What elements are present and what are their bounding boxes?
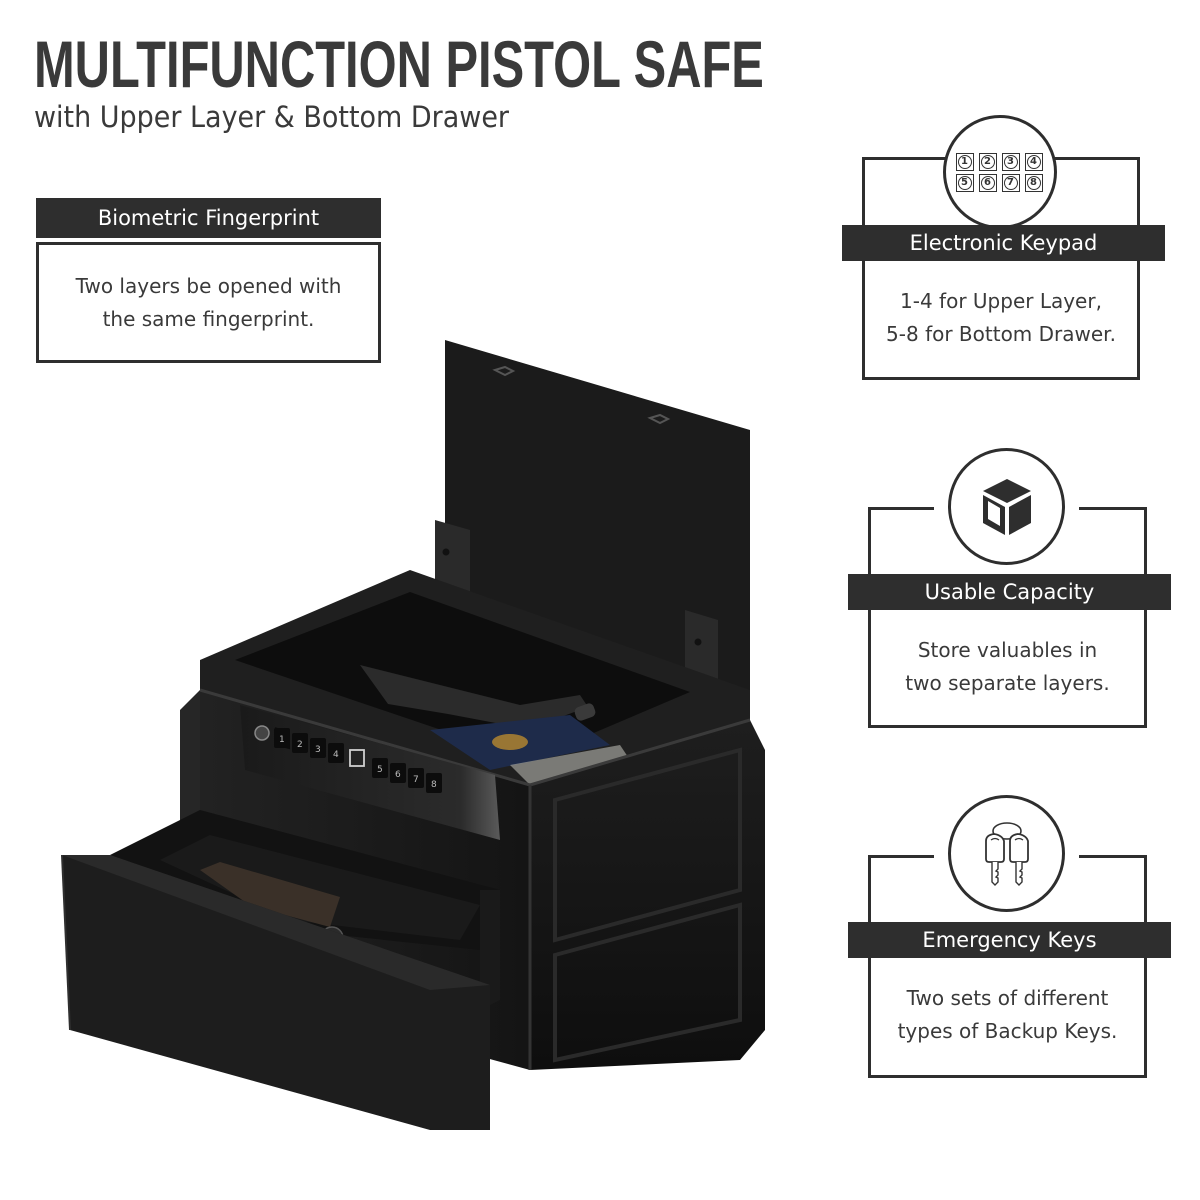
description-line: the same fingerprint. — [102, 306, 315, 331]
svg-text:5: 5 — [377, 765, 383, 775]
description-line: Two layers be opened with — [75, 273, 342, 298]
keys-icon — [948, 795, 1065, 912]
svg-text:2: 2 — [297, 740, 303, 750]
description-line: 5-8 for Bottom Drawer. — [886, 322, 1116, 346]
keypad-key-label: 5 — [957, 175, 972, 190]
card-border-top — [1079, 507, 1147, 510]
page-subtitle: with Upper Layer & Bottom Drawer — [34, 100, 510, 134]
cube-icon — [948, 448, 1065, 565]
svg-text:7: 7 — [413, 775, 419, 785]
svg-text:6: 6 — [395, 770, 401, 780]
keypad-key-label: 6 — [980, 175, 995, 190]
description-line: Two sets of different — [906, 986, 1109, 1010]
keypad-key-label: 8 — [1026, 175, 1041, 190]
card-border-top — [1079, 855, 1147, 858]
feature-label: Electronic Keypad — [842, 225, 1165, 261]
feature-description: Store valuables in two separate layers. — [868, 634, 1147, 700]
card-border-top — [868, 855, 934, 858]
description-line: types of Backup Keys. — [897, 1019, 1118, 1043]
svg-text:4: 4 — [333, 750, 339, 760]
description-line: two separate layers. — [905, 671, 1110, 695]
feature-label: Emergency Keys — [848, 922, 1171, 958]
feature-description: Two layers be opened with the same finge… — [36, 242, 381, 363]
keypad-icon: 1 2 3 4 5 6 7 8 — [943, 115, 1057, 229]
svg-text:1: 1 — [279, 735, 285, 745]
keypad-buttons-lower: 5 6 7 8 — [372, 758, 442, 793]
keypad-key-label: 1 — [957, 154, 972, 169]
svg-text:3: 3 — [315, 745, 321, 755]
card-border-top — [862, 157, 948, 160]
keypad-key-label: 2 — [980, 154, 995, 169]
safe-drawer — [61, 810, 500, 1130]
feature-label: Usable Capacity — [848, 574, 1171, 610]
description-line: Store valuables in — [917, 638, 1098, 662]
card-border-top — [868, 507, 934, 510]
pistol-safe-illustration: 1 2 3 4 5 6 7 8 — [50, 330, 770, 1135]
card-border-top — [1052, 157, 1140, 160]
keypad-buttons-upper: 1 2 3 4 — [274, 728, 344, 763]
description-line: 1-4 for Upper Layer, — [900, 289, 1102, 313]
keypad-key-label: 4 — [1026, 154, 1041, 169]
keypad-key-label: 3 — [1003, 154, 1018, 169]
svg-text:8: 8 — [431, 780, 437, 790]
keypad-strip: 1 2 3 4 5 6 7 8 — [240, 705, 500, 840]
keypad-key-label: 7 — [1003, 175, 1018, 190]
card-frame — [868, 855, 1147, 1078]
fingerprint-sensor — [349, 749, 365, 767]
feature-description: 1-4 for Upper Layer, 5-8 for Bottom Draw… — [862, 285, 1140, 351]
feature-description: Two sets of different types of Backup Ke… — [868, 982, 1147, 1048]
card-frame — [868, 507, 1147, 728]
page-title: MULTIFUNCTION PISTOL SAFE — [34, 27, 764, 101]
card-frame — [862, 157, 1140, 380]
feature-label: Biometric Fingerprint — [36, 198, 381, 238]
